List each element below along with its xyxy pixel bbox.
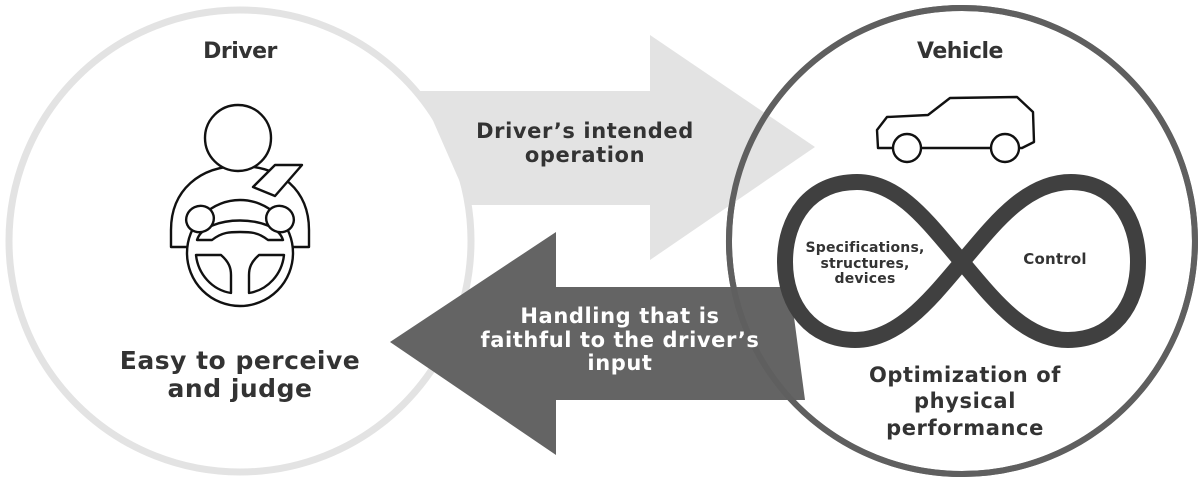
vehicle-ring-overlay xyxy=(725,5,1198,477)
vehicle-caption-line: Optimization of xyxy=(868,363,1062,387)
infinity-loop-icon xyxy=(776,173,1147,349)
loop-left-label: Specifications, structures, devices xyxy=(790,240,940,288)
loop-left-line: Specifications, xyxy=(805,240,925,256)
driver-steering-wheel-icon xyxy=(169,103,311,308)
forward-arrow-label: Driver’s intended operation xyxy=(440,119,730,167)
forward-arrow-line: Driver’s intended xyxy=(476,119,694,143)
vehicle-caption-line: performance xyxy=(886,415,1044,440)
loop-left-line: structures, xyxy=(820,255,910,272)
back-arrow-line: faithful to the driver’s xyxy=(480,327,760,352)
forward-arrow xyxy=(420,35,815,260)
car-icon xyxy=(875,95,1036,164)
back-arrow-label: Handling that is faithful to the driver’… xyxy=(440,304,800,376)
back-arrow-line: Handling that is xyxy=(520,304,720,328)
driver-caption-line: and judge xyxy=(167,374,313,403)
driver-title: Driver xyxy=(203,39,277,64)
vehicle-caption-line: physical xyxy=(914,389,1016,414)
loop-right-label: Control xyxy=(1023,250,1087,268)
forward-arrow-line: operation xyxy=(524,142,646,167)
back-arrow xyxy=(390,232,805,455)
driver-caption-line: Easy to perceive xyxy=(119,346,361,375)
driver-caption: Easy to perceive and judge xyxy=(60,347,420,403)
loop-left-line: devices xyxy=(834,271,896,288)
back-arrow-line: input xyxy=(587,351,653,376)
vehicle-caption: Optimization of physical performance xyxy=(820,362,1110,441)
vehicle-title: Vehicle xyxy=(917,39,1003,64)
